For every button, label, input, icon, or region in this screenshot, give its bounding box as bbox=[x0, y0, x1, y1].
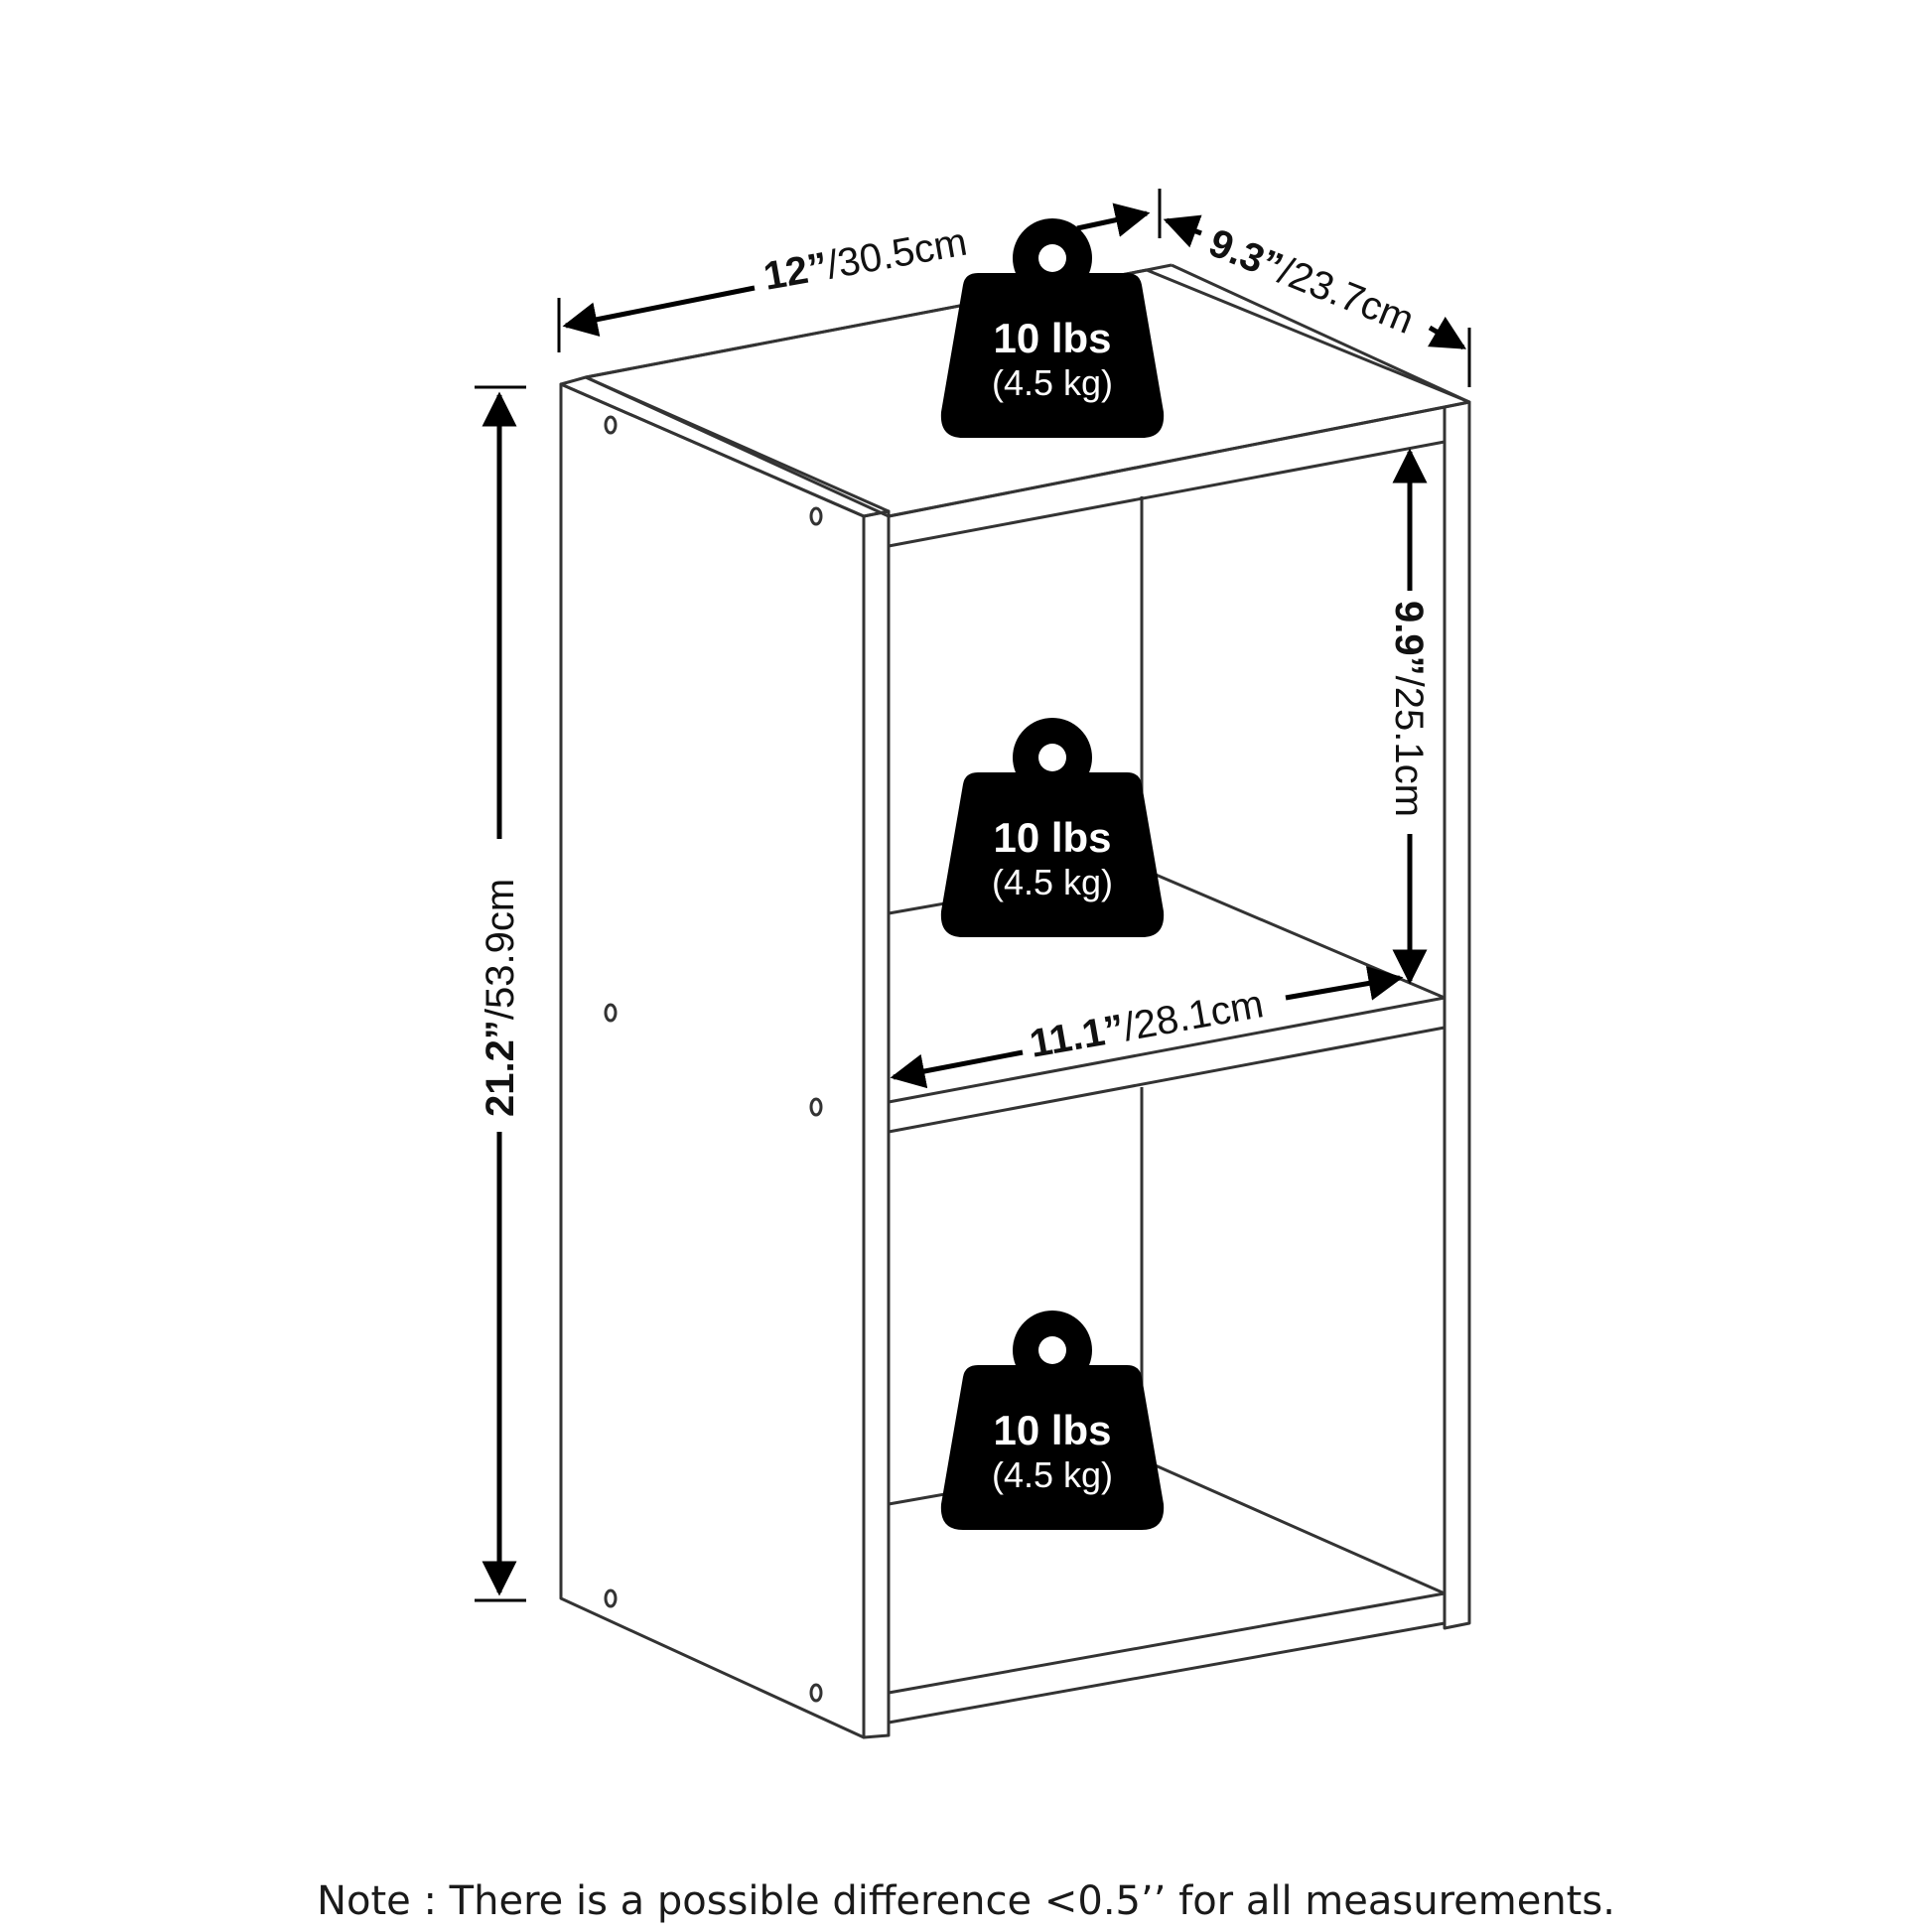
dimension-lines bbox=[475, 189, 1471, 1602]
screw-hole bbox=[604, 1588, 618, 1608]
height-overall-label: 21.2”/53.9cm bbox=[479, 879, 522, 1117]
compartment-width-arrow-right bbox=[1285, 966, 1404, 1001]
compartment-width-arrow-left bbox=[890, 1049, 1024, 1089]
weight-icon bbox=[940, 772, 1165, 937]
width-overall-label: 12”/30.5cm bbox=[760, 220, 970, 299]
width-arrow-right bbox=[1076, 203, 1151, 237]
svg-text:12”/30.5cm: 12”/30.5cm bbox=[760, 220, 970, 299]
weight-metric-label: (4.5 kg) bbox=[992, 362, 1113, 403]
weight-icon bbox=[940, 273, 1165, 438]
depth-overall-label: 9.3”/23.7cm bbox=[1203, 221, 1421, 343]
left-side-panel bbox=[559, 382, 866, 1739]
svg-text:21.2”/53.9cm: 21.2”/53.9cm bbox=[479, 879, 522, 1117]
depth-arrow-left bbox=[1163, 214, 1202, 248]
depth-arrow-right bbox=[1427, 316, 1467, 350]
screw-hole bbox=[604, 1003, 618, 1023]
left-panel-front-edge bbox=[862, 509, 891, 1739]
weight-metric-label: (4.5 kg) bbox=[992, 862, 1113, 902]
weight-label: 10 lbs bbox=[993, 1407, 1111, 1453]
screw-hole bbox=[604, 415, 618, 435]
measurement-note: Note : There is a possible difference <0… bbox=[317, 1878, 1615, 1924]
weight-badge-bottom: 10 lbs (4.5 kg) bbox=[940, 1311, 1165, 1530]
left-panel-top-edge bbox=[559, 375, 891, 518]
svg-text:9.3”/23.7cm: 9.3”/23.7cm bbox=[1203, 221, 1421, 343]
svg-text:9.9”/25.1cm: 9.9”/25.1cm bbox=[1387, 601, 1431, 817]
weight-badge-middle: 10 lbs (4.5 kg) bbox=[940, 718, 1165, 937]
screw-hole bbox=[809, 1683, 823, 1703]
width-arrow-left bbox=[562, 285, 756, 337]
weight-label: 10 lbs bbox=[993, 315, 1111, 361]
weight-icon bbox=[940, 1365, 1165, 1530]
right-side-panel bbox=[1443, 400, 1471, 1630]
top-board-front bbox=[888, 405, 1447, 548]
screw-hole bbox=[809, 506, 823, 526]
weight-metric-label: (4.5 kg) bbox=[992, 1454, 1113, 1495]
weight-label: 10 lbs bbox=[993, 814, 1111, 861]
screw-hole bbox=[809, 1097, 823, 1117]
weight-badge-top: 10 lbs (4.5 kg) bbox=[940, 218, 1165, 438]
compartment-height-label: 9.9”/25.1cm bbox=[1387, 601, 1431, 817]
